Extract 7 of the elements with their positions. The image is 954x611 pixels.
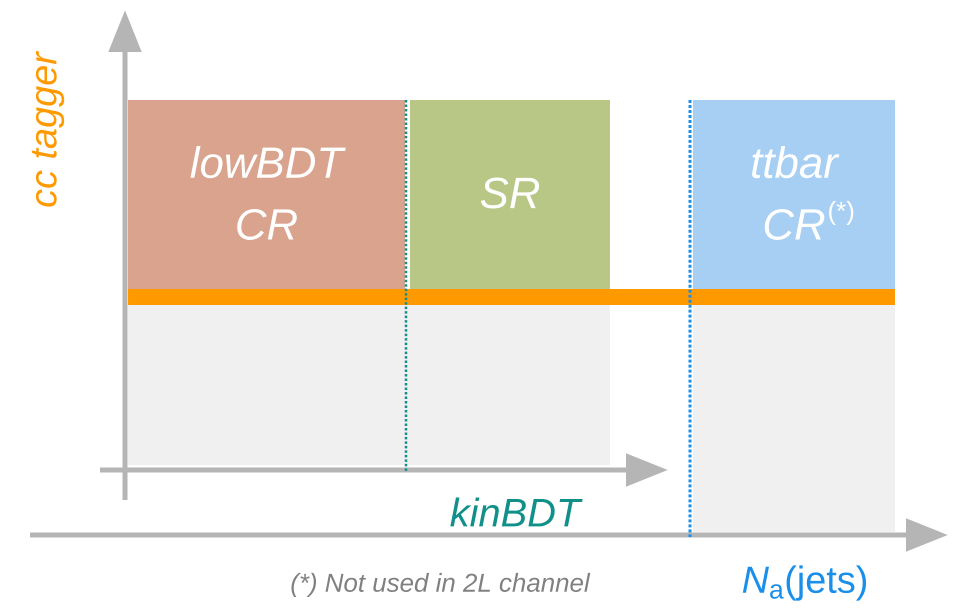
footnote: (*) Not used in 2L channel (291, 572, 590, 598)
region-box: lowBDT CR (128, 100, 405, 290)
region-box: ttbar CR(*) (693, 100, 895, 290)
axis-label: N$_{a}$(jets) (742, 565, 866, 601)
region-box: SR (410, 100, 610, 290)
axis-label: cc tagger (32, 50, 64, 207)
axis-label: kinBDT (450, 498, 583, 526)
